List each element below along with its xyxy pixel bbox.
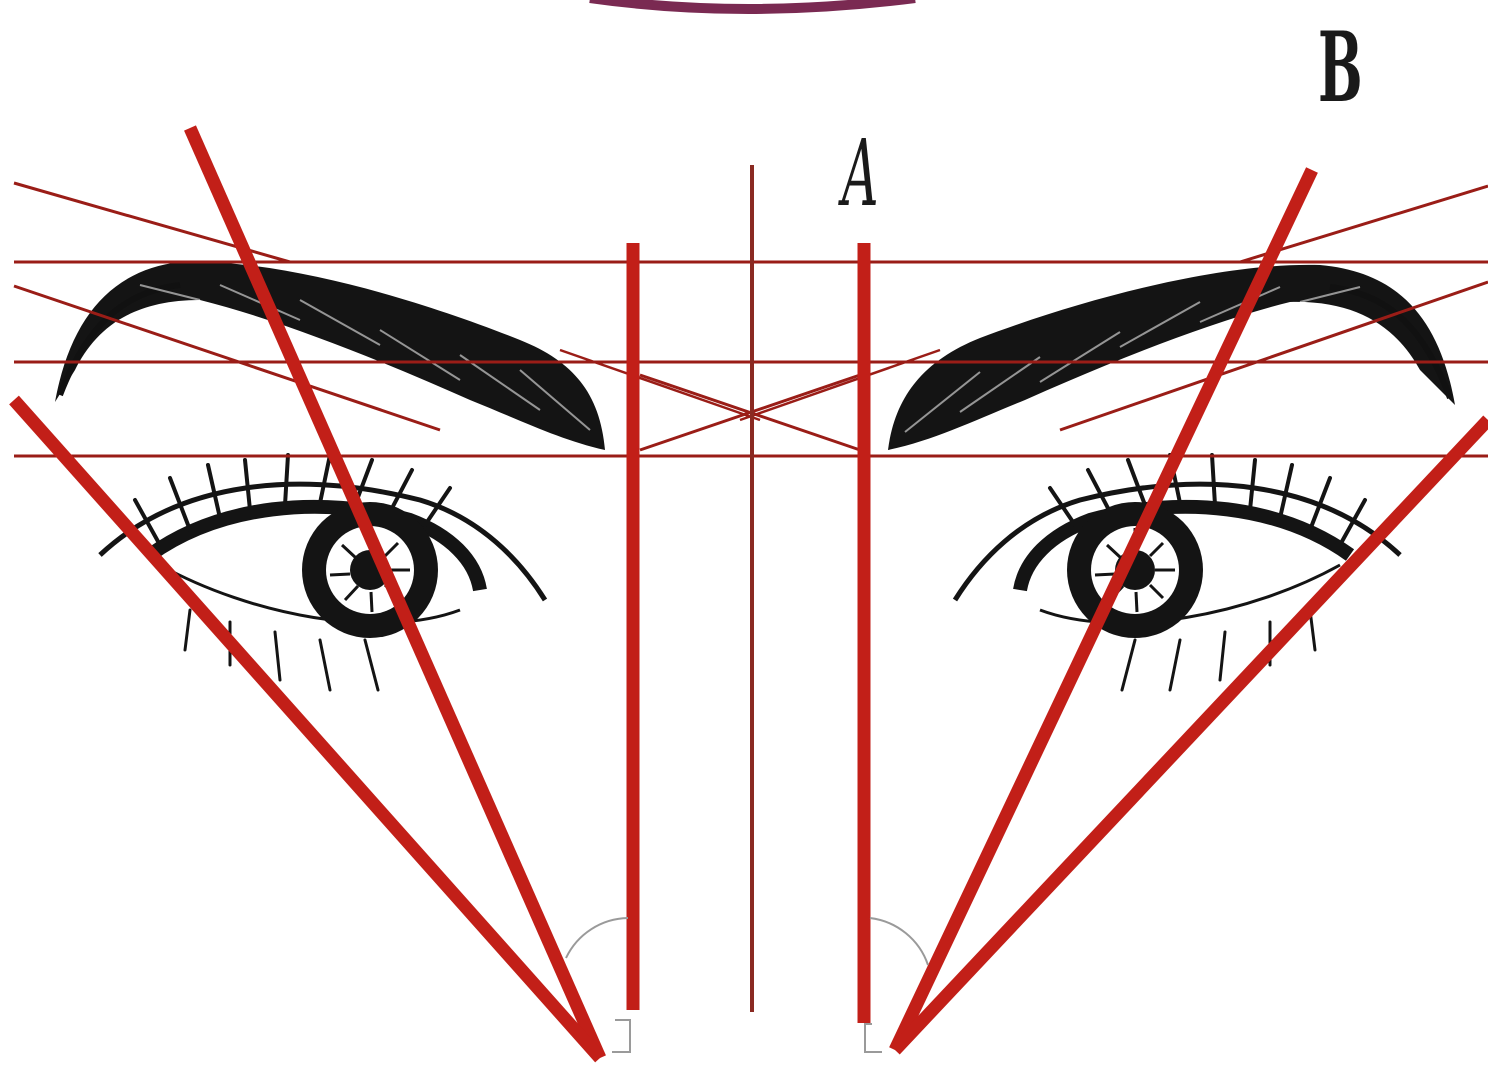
left-tail-guide [14,400,600,1058]
right-eyebrow [888,265,1455,450]
right-tail-guide [895,420,1488,1050]
left-angle-arc [566,918,628,958]
header-arc [590,0,915,9]
label-a: A [842,128,879,220]
right-angle-arc [870,918,928,965]
label-b: B [1318,20,1363,116]
right-eye [955,455,1400,690]
left-eyebrow [55,262,605,450]
